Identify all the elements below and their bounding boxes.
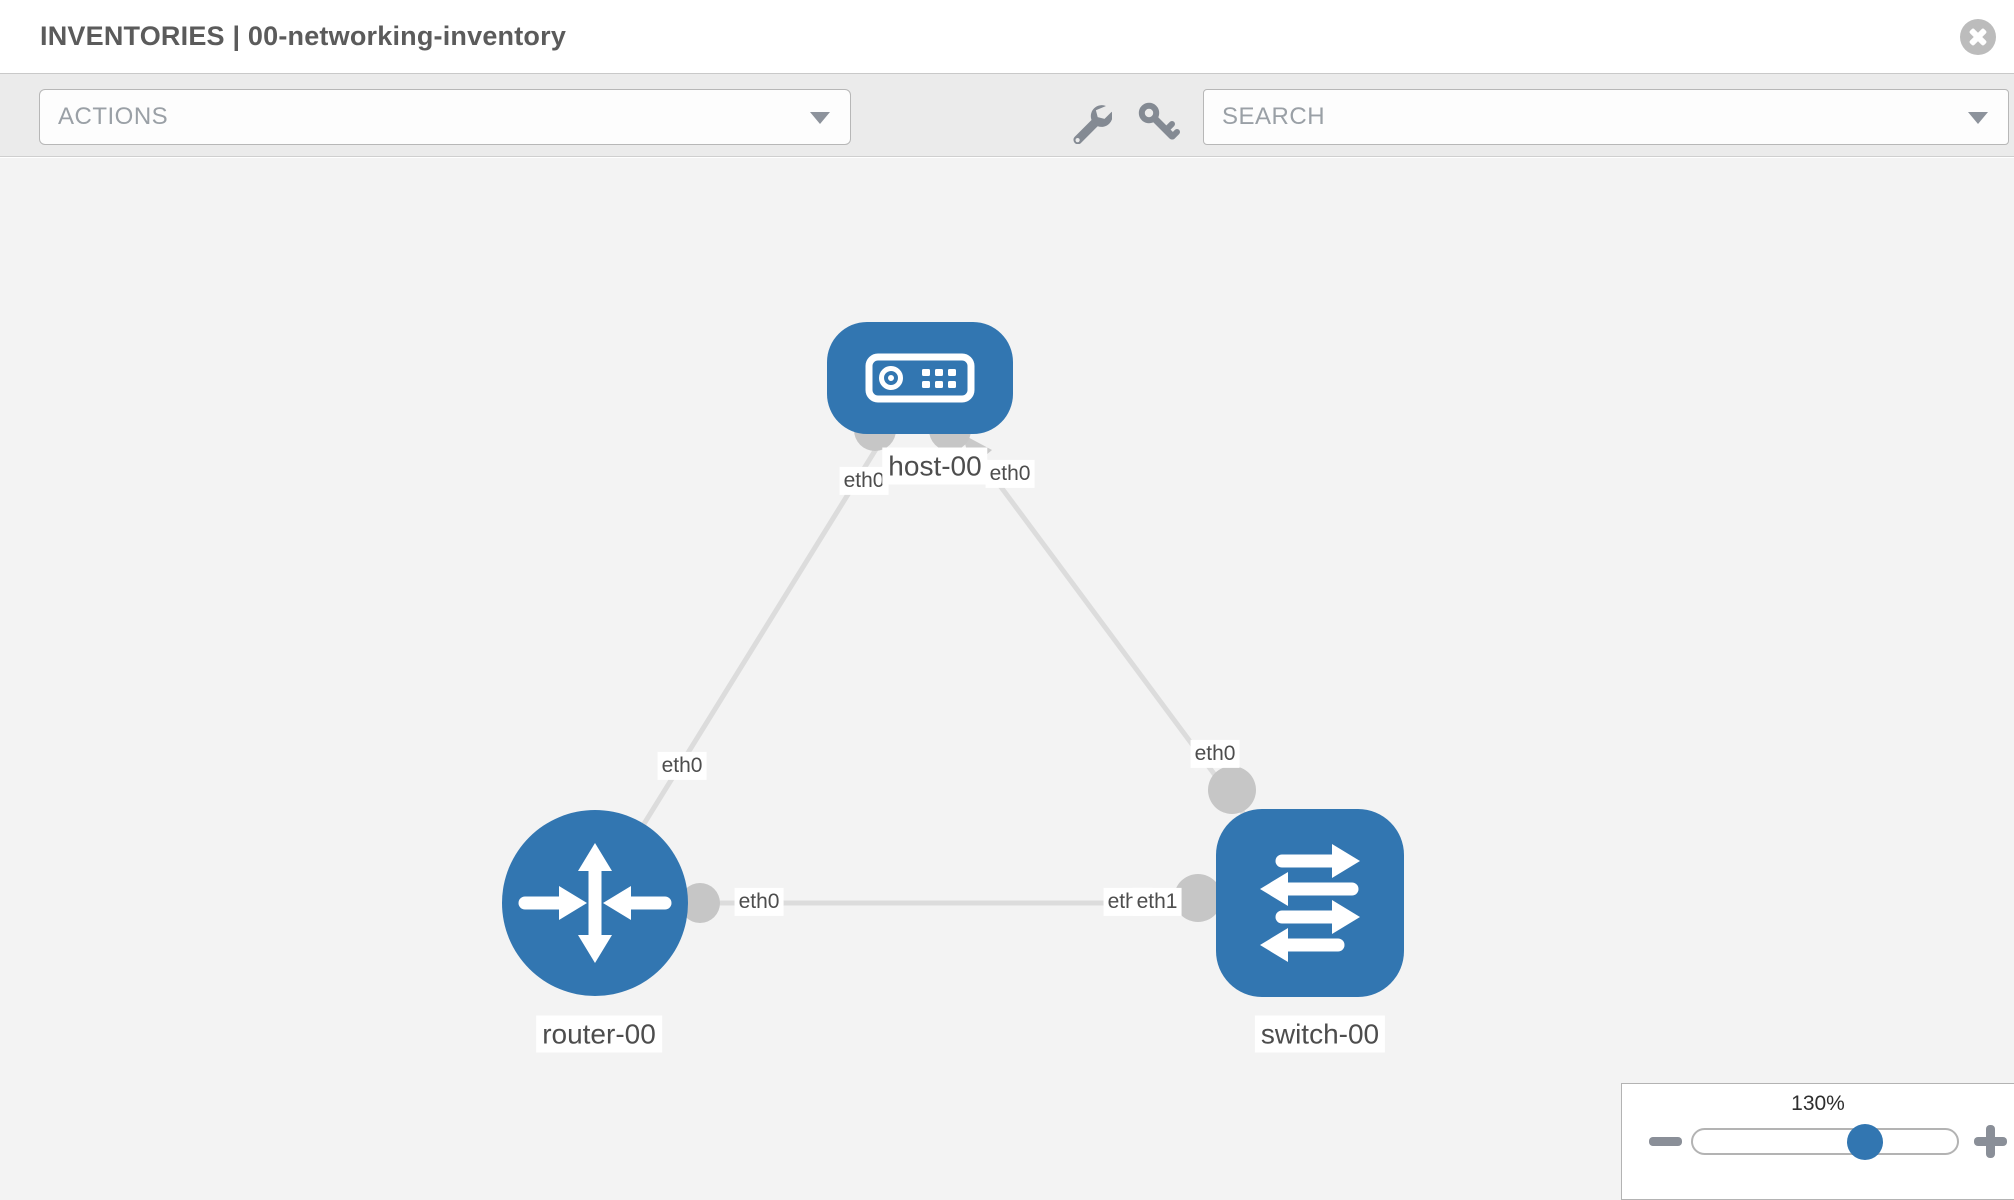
zoom-slider-track[interactable] — [1691, 1123, 1959, 1160]
node-label-router: router-00 — [536, 1015, 662, 1053]
interface-dot-switch-top — [1208, 766, 1256, 814]
interface-label: eth0 — [1190, 739, 1240, 769]
switch-icon — [1260, 844, 1360, 962]
router-icon — [518, 843, 672, 963]
node-switch-00[interactable] — [1216, 809, 1404, 997]
key-icon[interactable] — [1136, 100, 1180, 144]
link-host-router[interactable] — [592, 376, 923, 905]
page-title: INVENTORIES | 00-networking-inventory — [40, 21, 567, 51]
zoom-in-button[interactable] — [1974, 1125, 2007, 1158]
interface-label: eth1 — [1132, 887, 1182, 917]
close-button[interactable] — [1960, 19, 1996, 55]
interface-label: eth0 — [734, 887, 784, 917]
interface-label: eth0 — [657, 751, 707, 781]
chevron-down-icon — [810, 112, 830, 124]
header: INVENTORIES | 00-networking-inventory — [0, 0, 2014, 73]
chevron-down-icon — [1968, 112, 1988, 124]
interface-dot-switch-left — [1174, 874, 1222, 922]
node-host-00[interactable] — [827, 322, 1013, 434]
actions-dropdown[interactable]: ACTIONS — [39, 89, 851, 145]
actions-dropdown-label: ACTIONS — [58, 103, 169, 130]
wrench-icon[interactable] — [1068, 100, 1113, 145]
search-dropdown-label: SEARCH — [1222, 103, 1326, 130]
zoom-out-button[interactable] — [1649, 1137, 1682, 1146]
topology-canvas[interactable]: host-00 router-00 switch-00 eth0 eth0 et… — [0, 158, 2014, 1200]
node-label-host: host-00 — [882, 447, 988, 485]
search-dropdown[interactable]: SEARCH — [1203, 89, 2009, 145]
interface-label: eth0 — [839, 466, 889, 496]
close-icon — [1969, 28, 1987, 46]
zoom-panel: 130% — [1621, 1083, 2014, 1200]
links-layer — [592, 376, 1313, 923]
toolbar: ACTIONS SEARCH — [0, 73, 2014, 157]
node-label-switch: switch-00 — [1254, 1015, 1386, 1053]
node-router-00[interactable] — [502, 810, 688, 996]
host-icon — [865, 353, 975, 403]
interface-dot-router-right — [680, 883, 720, 923]
zoom-level-text: 130% — [1791, 1092, 1845, 1115]
interface-label: eth0 — [985, 459, 1035, 489]
zoom-slider-handle[interactable] — [1846, 1123, 1883, 1160]
